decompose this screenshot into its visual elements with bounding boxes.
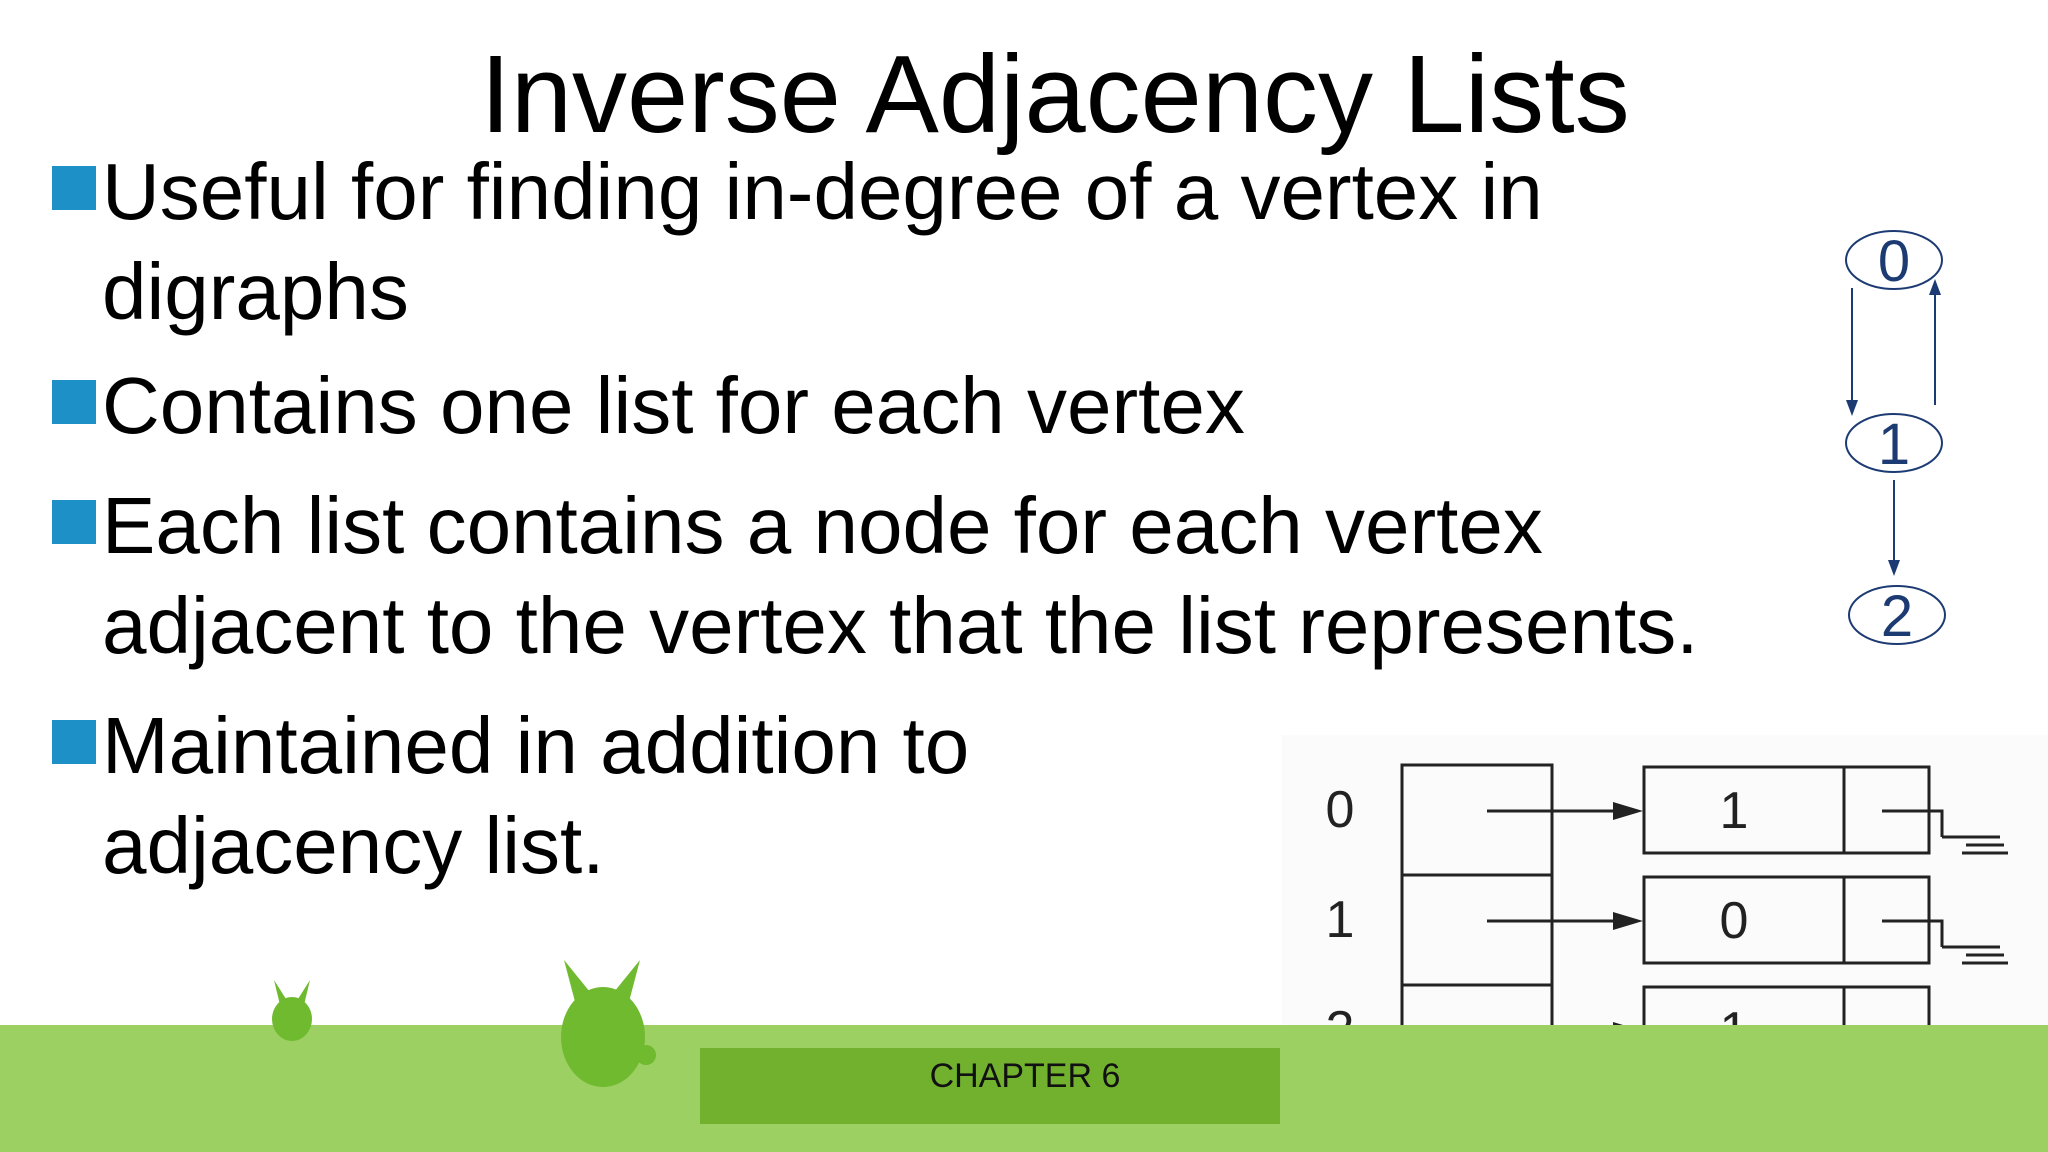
bullet-item: Each list contains a node for each verte… <box>52 476 1822 676</box>
list-node-value: 0 <box>1720 892 1749 950</box>
graph-vertex: 1 <box>1845 412 1943 477</box>
bullet-square-icon <box>52 380 96 424</box>
bullet-item: Maintained in addition to adjacency list… <box>52 696 1052 896</box>
bullet-square-icon <box>52 166 96 210</box>
bullet-square-icon <box>52 500 96 544</box>
list-row: 1 0 <box>1326 875 2008 965</box>
bullet-list: Useful for finding in-degree of a vertex… <box>52 142 1812 896</box>
bullet-item: Useful for finding in-degree of a vertex… <box>52 142 1812 342</box>
digraph-diagram: 0 1 2 <box>1845 229 1946 649</box>
bullet-square-icon <box>52 720 96 764</box>
list-row: 0 1 <box>1326 765 2008 855</box>
bullet-text: Useful for finding in-degree of a vertex… <box>102 147 1543 336</box>
footer-band <box>700 1048 1280 1124</box>
graph-vertex: 0 <box>1845 229 1943 294</box>
bunny-icon <box>561 960 656 1087</box>
row-vertex-label: 0 <box>1326 781 1355 839</box>
bullet-text: Each list contains a node for each verte… <box>102 481 1699 670</box>
slide-title: Inverse Adjacency Lists <box>480 33 1630 156</box>
graph-vertex: 2 <box>1848 584 1946 649</box>
vertex-label: 1 <box>1878 412 1910 477</box>
bullet-text: Contains one list for each vertex <box>102 361 1245 450</box>
vertex-label: 0 <box>1878 229 1910 294</box>
chapter-label: CHAPTER 6 <box>929 1057 1121 1095</box>
row-vertex-label: 1 <box>1326 891 1355 949</box>
bullet-item: Contains one list for each vertex <box>52 356 1812 456</box>
vertex-label: 2 <box>1881 584 1913 649</box>
list-node-value: 1 <box>1720 782 1749 840</box>
bunny-icon <box>272 980 312 1041</box>
bullet-text: Maintained in addition to adjacency list… <box>102 701 970 890</box>
